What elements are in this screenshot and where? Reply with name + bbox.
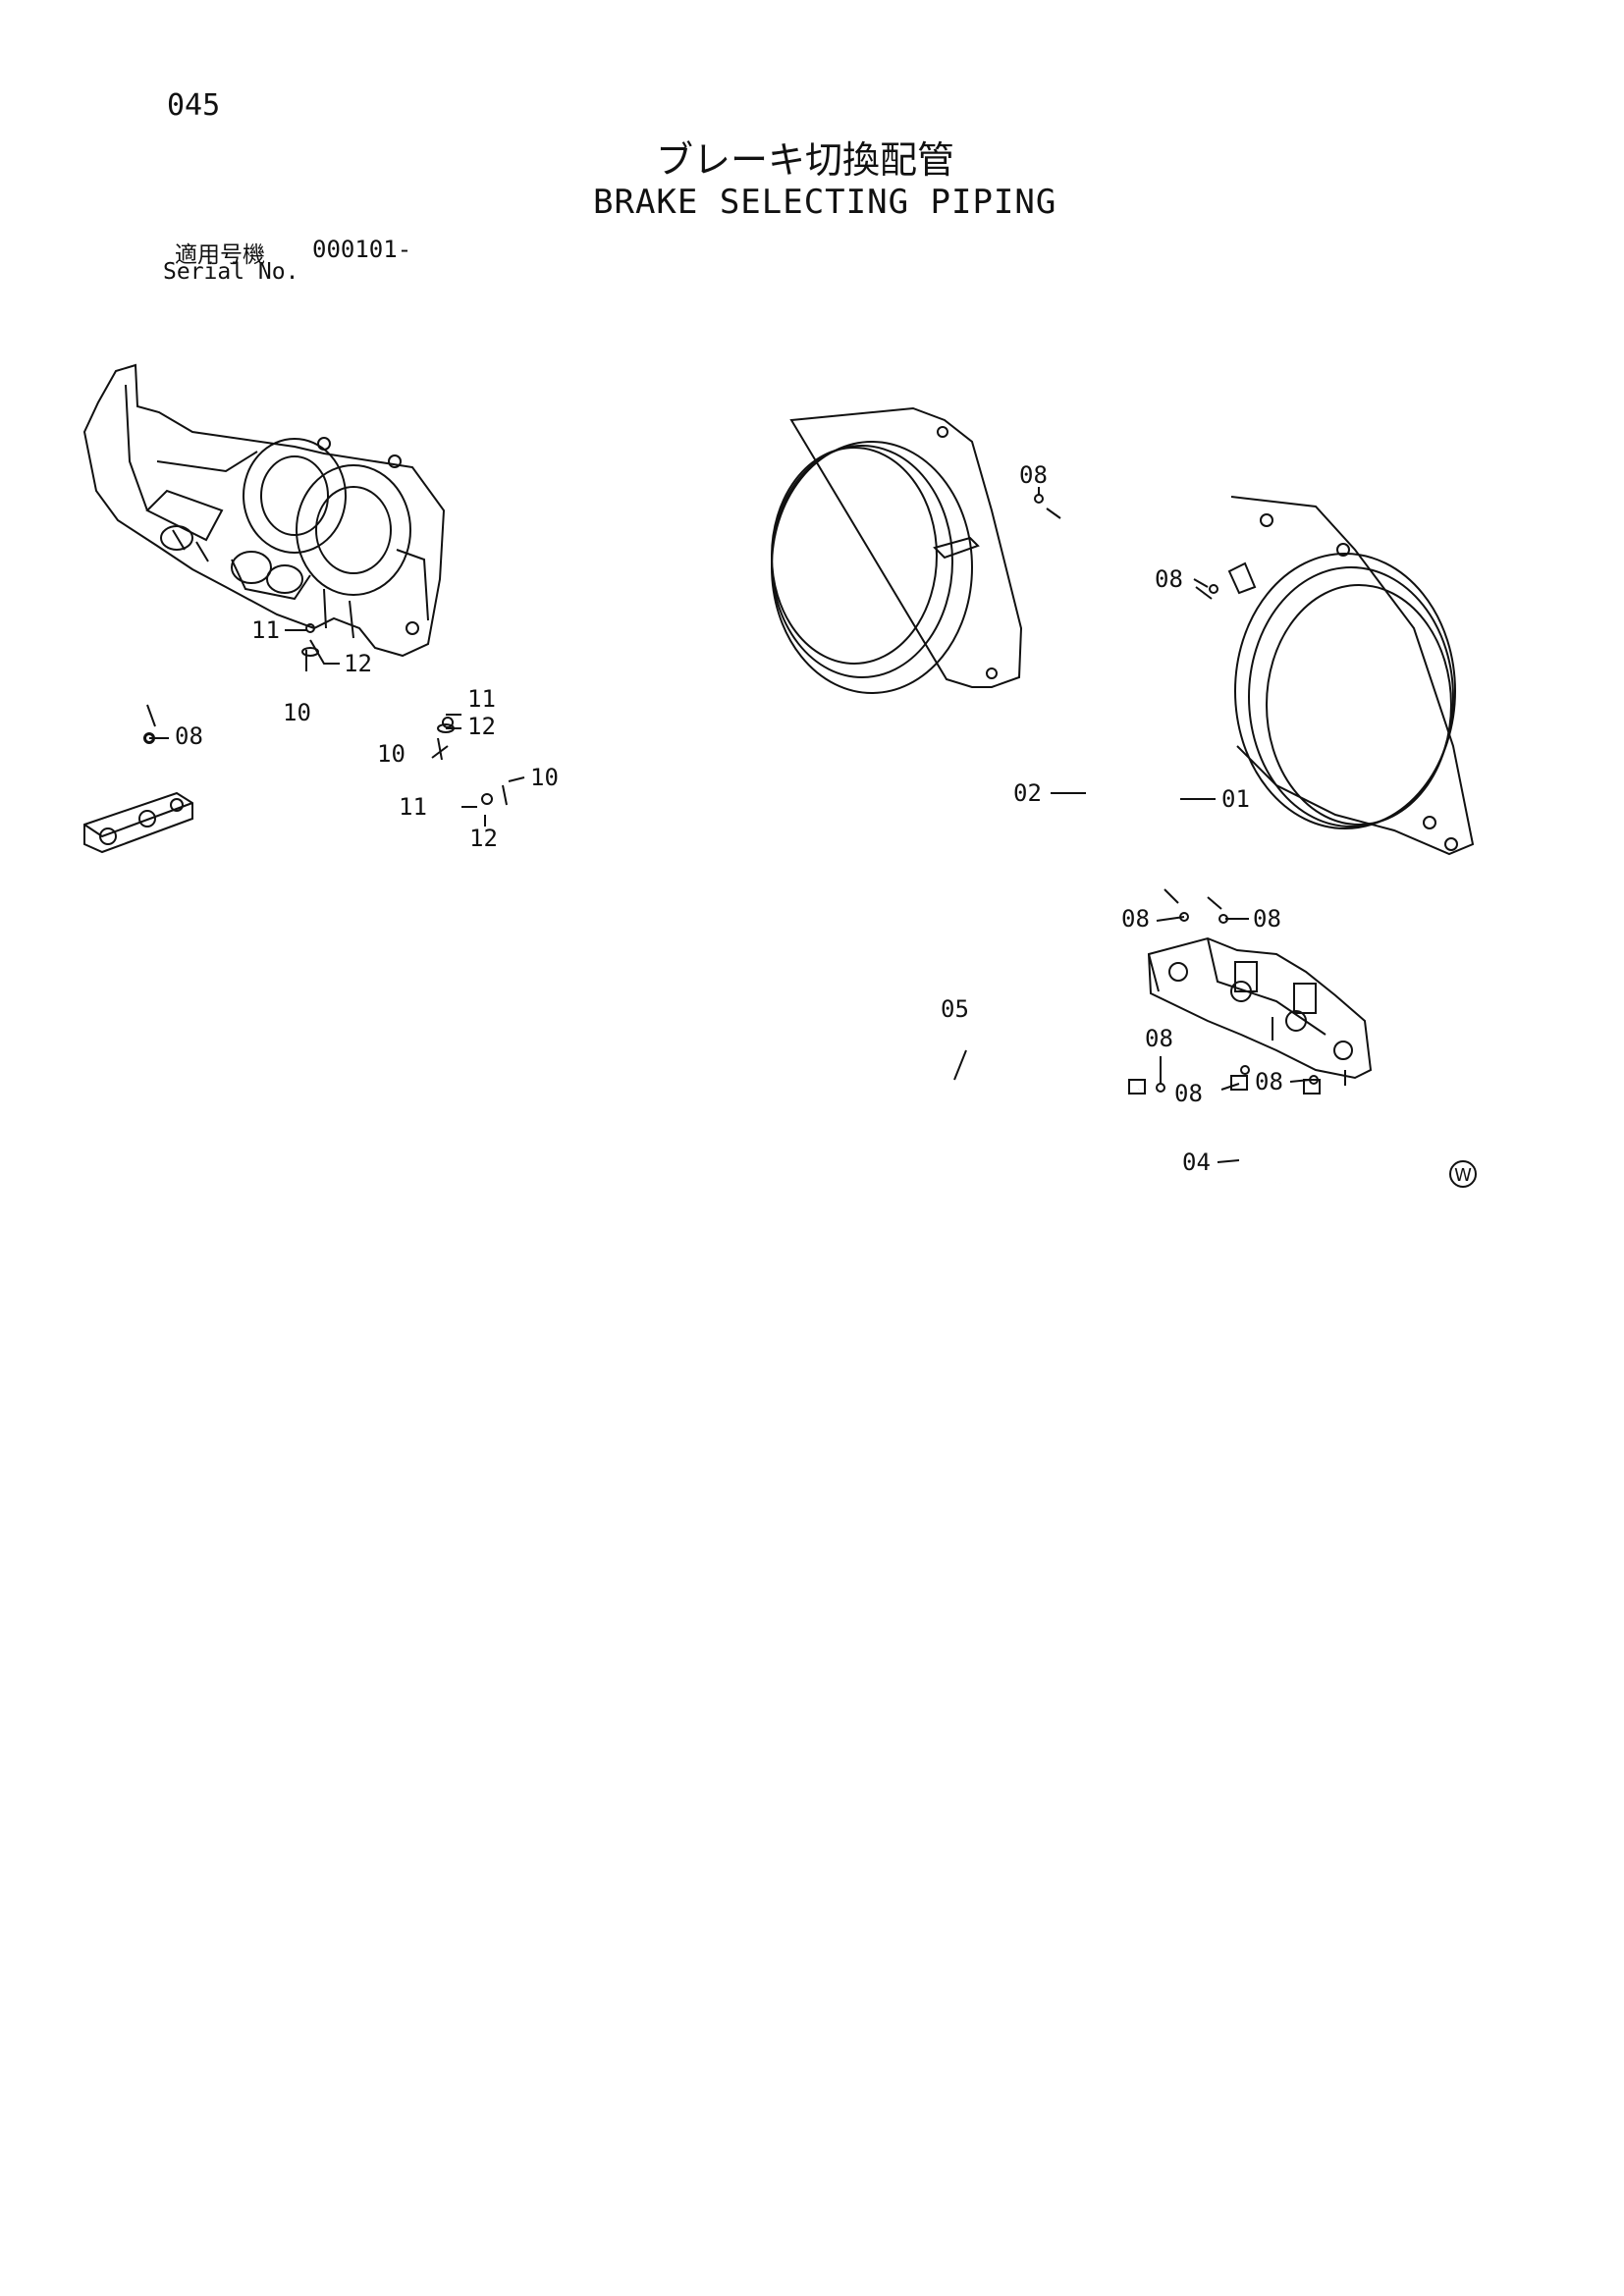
callout-01: 01 bbox=[1221, 785, 1250, 813]
callout-11: 11 bbox=[399, 793, 427, 821]
hose-02 bbox=[1046, 507, 1179, 904]
callout-10: 10 bbox=[377, 740, 406, 768]
hose-05 bbox=[146, 650, 1146, 1118]
callout-02: 02 bbox=[1013, 779, 1042, 807]
callout-10: 10 bbox=[283, 699, 311, 726]
hose-01 bbox=[1172, 586, 1222, 910]
brake-drum-right bbox=[1227, 496, 1475, 856]
leader-lines bbox=[149, 487, 1311, 1163]
callout-05: 05 bbox=[941, 995, 969, 1023]
travel-motor-assembly bbox=[82, 363, 446, 658]
circled-w-letter: W bbox=[1454, 1165, 1472, 1186]
brake-drum-left bbox=[771, 406, 1023, 694]
brake-selecting-valve bbox=[1147, 936, 1373, 1086]
callout-08: 08 bbox=[1253, 905, 1281, 933]
circled-w-mark: W bbox=[1449, 1160, 1477, 1188]
page-title-jp: ブレーキ切換配管 bbox=[656, 138, 955, 182]
callout-08: 08 bbox=[175, 722, 203, 750]
left-valve-block bbox=[83, 732, 193, 854]
callout-04: 04 bbox=[1182, 1148, 1211, 1176]
serial-label-en: Serial No. bbox=[163, 259, 299, 285]
callout-10: 10 bbox=[530, 764, 559, 791]
callout-08: 08 bbox=[1155, 565, 1183, 593]
callout-12: 12 bbox=[469, 825, 498, 852]
callout-11: 11 bbox=[467, 685, 496, 713]
serial-value: 000101- bbox=[312, 236, 412, 263]
page-number: 045 bbox=[167, 88, 221, 123]
callout-12: 12 bbox=[344, 650, 372, 677]
callout-08: 08 bbox=[1145, 1025, 1173, 1052]
hose-04 bbox=[1230, 1075, 1321, 1184]
callout-11: 11 bbox=[251, 616, 280, 644]
callout-08: 08 bbox=[1121, 905, 1150, 933]
callout-08: 08 bbox=[1255, 1068, 1283, 1095]
callout-08: 08 bbox=[1019, 461, 1048, 489]
serial-label-jp: 適用号機 bbox=[175, 242, 265, 268]
callout-12: 12 bbox=[467, 713, 496, 740]
callout-08: 08 bbox=[1174, 1080, 1203, 1107]
page-title-en: BRAKE SELECTING PIPING bbox=[593, 183, 1057, 222]
